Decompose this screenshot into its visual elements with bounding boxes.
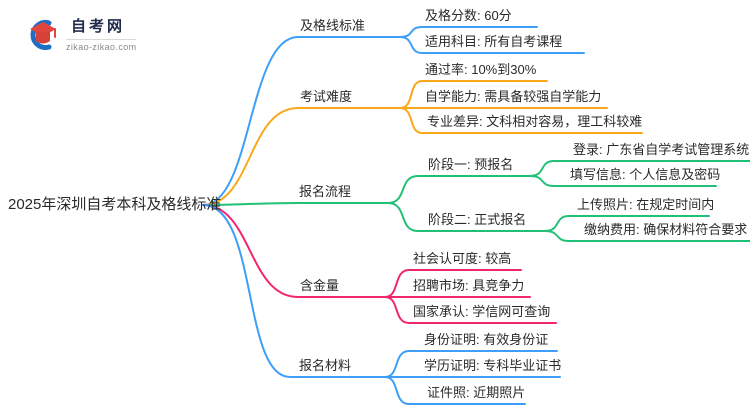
node-diploma-proof[interactable]: 学历证明: 专科毕业证书	[424, 358, 562, 373]
node-job-market[interactable]: 招聘市场: 具竞争力	[413, 278, 525, 293]
node-exam-difficulty[interactable]: 考试难度	[300, 89, 353, 104]
edge-root-exam-difficulty	[202, 107, 401, 206]
node-registration-process[interactable]: 报名流程	[299, 184, 352, 199]
node-root[interactable]: 2025年深圳自考本科及格线标准	[8, 196, 222, 213]
edge-root-pass-line-standard	[202, 36, 401, 206]
node-login-system[interactable]: 登录: 广东省自学考试管理系统	[573, 142, 750, 157]
node-pay-fee[interactable]: 缴纳费用: 确保材料符合要求	[584, 222, 748, 237]
site-logo[interactable]: 自考网 zikao-zikao.com	[0, 0, 160, 60]
node-gold-content[interactable]: 含金量	[300, 278, 340, 293]
edge-stage1-fill-info	[529, 175, 717, 187]
node-id-photo[interactable]: 证件照: 近期照片	[427, 385, 526, 400]
node-upload-photo[interactable]: 上传照片: 在规定时间内	[577, 197, 715, 212]
site-name: 自考网	[71, 18, 126, 35]
node-id-proof[interactable]: 身份证明: 有效身份证	[424, 332, 549, 347]
edge-stage2	[387, 202, 546, 232]
node-pass-rate[interactable]: 通过率: 10%到30%	[425, 62, 537, 77]
graduation-cap-icon	[30, 20, 56, 50]
node-registration-materials[interactable]: 报名材料	[299, 358, 352, 373]
edge-stage2-pay-fee	[544, 230, 750, 242]
site-domain: zikao-zikao.com	[66, 42, 137, 52]
edge-root-gold-content	[202, 204, 386, 298]
edge-major-difference	[399, 107, 643, 134]
node-applicable-subjects[interactable]: 适用科目: 所有自考课程	[425, 34, 563, 49]
node-stage1-pre-registration[interactable]: 阶段一: 预报名	[428, 157, 514, 172]
node-stage2-formal-registration[interactable]: 阶段二: 正式报名	[428, 212, 527, 227]
node-pass-score[interactable]: 及格分数: 60分	[425, 8, 512, 23]
edge-id-photo	[384, 376, 526, 405]
edge-root-registration-materials	[202, 204, 386, 378]
node-state-recognized[interactable]: 国家承认: 学信网可查询	[413, 304, 551, 319]
node-pass-line-standard[interactable]: 及格线标准	[300, 18, 366, 33]
edge-root-registration-process	[202, 202, 389, 206]
node-social-recognition[interactable]: 社会认可度: 较高	[413, 251, 512, 266]
node-self-study-ability[interactable]: 自学能力: 需具备较强自学能力	[425, 89, 602, 104]
edge-stage1	[387, 175, 531, 204]
node-major-difference[interactable]: 专业差异: 文科相对容易，理工科较难	[427, 114, 643, 129]
edge-state-recognized	[384, 296, 557, 324]
logo-divider	[66, 39, 136, 40]
node-fill-info[interactable]: 填写信息: 个人信息及密码	[570, 167, 721, 182]
edge-applicable-subjects	[399, 36, 585, 54]
